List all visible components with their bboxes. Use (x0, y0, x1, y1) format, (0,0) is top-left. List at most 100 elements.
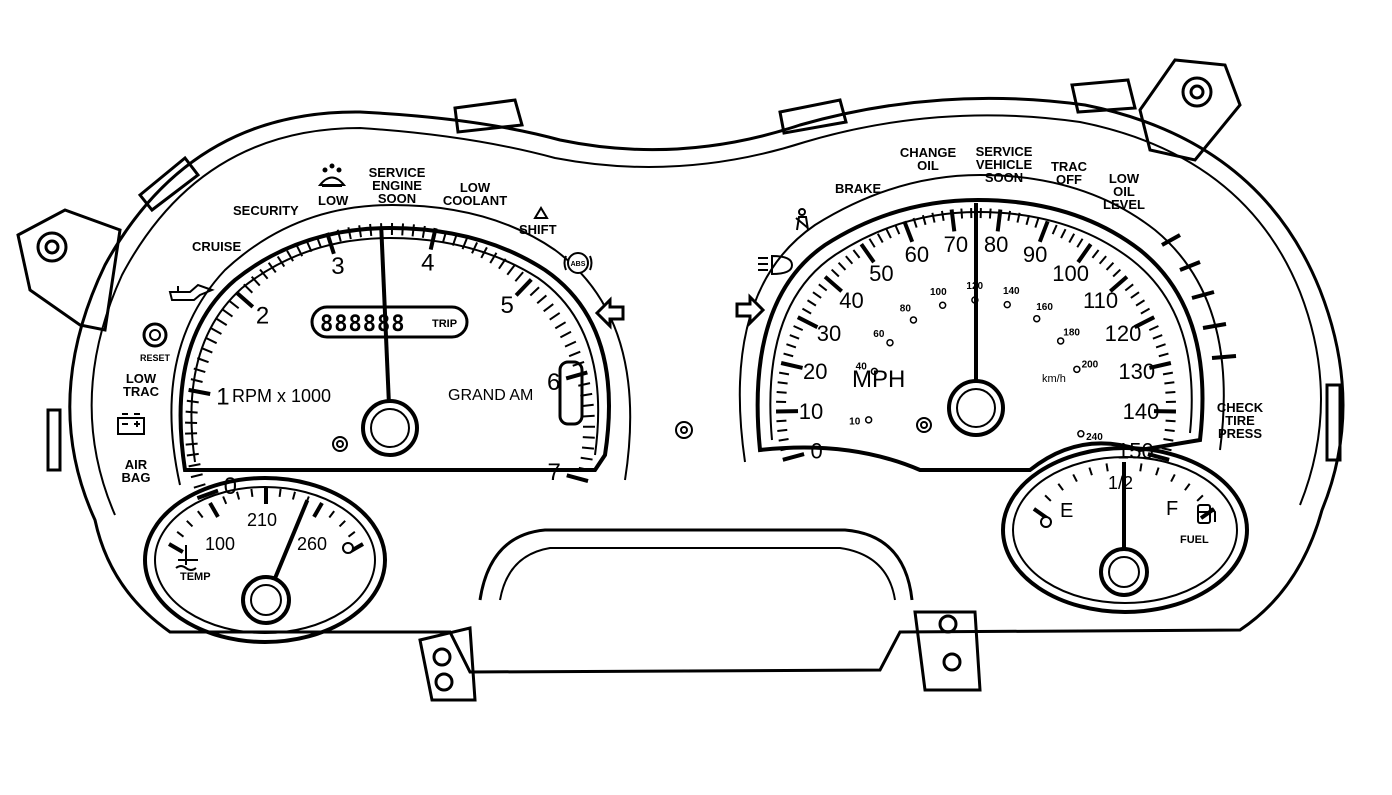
service-vehicle-soon-line-3: SOON (985, 170, 1023, 185)
tachometer-tick (229, 301, 238, 308)
tachometer-tick (582, 447, 594, 448)
tachometer-tick (370, 224, 371, 236)
speedometer-tick (1163, 373, 1173, 375)
speedometer-tick (895, 225, 899, 234)
speedometer-mph-number: 30 (817, 321, 841, 346)
tachometer-tick (194, 484, 205, 487)
speedometer-mph-number: 0 (810, 439, 822, 464)
temperature-tick (169, 544, 183, 552)
fuel-tick (1185, 484, 1190, 490)
tach-hub-small (333, 437, 347, 451)
speedometer-kmh-number: 200 (1082, 359, 1099, 370)
speedometer-kmh-dot (940, 302, 946, 308)
tachometer-tick (359, 225, 361, 237)
speedometer-tick (869, 239, 874, 247)
tachometer-tick (507, 265, 514, 275)
reset-button[interactable]: RESET (140, 324, 171, 363)
low-oil-level-line-3: LEVEL (1103, 197, 1145, 212)
temperature-number: 210 (247, 510, 277, 530)
tachometer-tick (581, 458, 593, 460)
tachometer-tick (236, 292, 252, 307)
temperature-number: 260 (297, 534, 327, 554)
cruise-indicator-label: CRUISE (192, 239, 241, 254)
fuel-tick (1073, 474, 1077, 481)
washer-fluid-icon (320, 165, 344, 187)
tachometer-tick (201, 348, 212, 353)
tachometer-tick (544, 304, 554, 311)
mount-tab-left (18, 210, 120, 330)
tachometer-hub (363, 401, 417, 455)
change-oil-line-2: OIL (917, 158, 939, 173)
speedometer-tick (802, 309, 811, 314)
speedometer-tick (1153, 335, 1162, 339)
fuel-empty-label: E (1060, 500, 1073, 522)
tachometer-tick (537, 295, 546, 303)
speedometer-tick (776, 421, 786, 422)
speedometer-tick (990, 209, 991, 219)
tachometer-tick (566, 372, 587, 378)
speedometer-tick (1053, 225, 1057, 234)
speedometer-kmh-label: km/h (1042, 373, 1066, 385)
tachometer-tick (206, 338, 217, 343)
speedometer-tick (1107, 263, 1114, 270)
tachometer-tick (583, 416, 595, 417)
air-bag-line-2: BAG (122, 470, 151, 485)
temperature-number: 100 (205, 534, 235, 554)
fuel-full-label: F (1166, 498, 1178, 520)
speedometer-tick (798, 317, 818, 327)
speedometer-tick (813, 292, 821, 298)
fuel-tick (1171, 474, 1175, 481)
speedometer-tick (1077, 239, 1082, 247)
tachometer-tick (191, 379, 203, 382)
right-indicator-strips (1162, 235, 1236, 358)
tachometer-tick (211, 328, 221, 334)
speedometer-mph-number: 140 (1123, 399, 1160, 424)
speedometer-tick (794, 326, 803, 330)
temperature-tick (329, 511, 334, 517)
speedometer-hub (949, 381, 1003, 435)
temperature-label: TEMP (180, 571, 211, 583)
speedometer-tick (781, 363, 802, 368)
fuel-label: FUEL (1180, 534, 1209, 546)
temperature-numbers: 100 210 260 (205, 510, 327, 554)
model-name-label: GRAND AM (448, 387, 533, 404)
speedometer-tick (1164, 382, 1174, 383)
speedometer-tick (952, 209, 955, 231)
temperature-tick (187, 521, 193, 527)
speedometer-kmh-dot (910, 317, 916, 323)
tachometer-number: 3 (331, 253, 344, 280)
shift-indicator-label: SHIFT (519, 222, 557, 237)
speedometer-mph-number: 20 (803, 359, 827, 384)
speedometer-tick (1113, 270, 1120, 277)
speedometer-tick (904, 221, 912, 242)
shift-icon (535, 208, 547, 218)
speedometer-tick (861, 244, 874, 262)
speedometer-tick (783, 454, 804, 460)
speedometer-kmh-dot (866, 417, 872, 423)
speedometer-mph-number: 70 (944, 232, 968, 257)
speedometer-tick (1008, 211, 1010, 221)
speedometer-kmh-number: 240 (1086, 432, 1103, 443)
speedometer-tick (942, 211, 944, 221)
speedometer-tick (1078, 244, 1091, 262)
tachometer-tick (530, 287, 539, 295)
speedometer-tick (1040, 221, 1048, 242)
temperature-tick (237, 492, 239, 500)
tachometer-number: 6 (547, 369, 560, 396)
speedometer-tick (1069, 234, 1074, 243)
left-turn-arrow-icon (597, 300, 623, 326)
tachometer-tick (515, 272, 523, 281)
tachometer-tick (244, 284, 253, 292)
tachometer-tick (187, 454, 199, 456)
speedometer-mph-number: 90 (1023, 242, 1047, 267)
tachometer-tick (550, 313, 560, 320)
speedometer-unit-label: MPH (852, 366, 905, 393)
tachometer-number: 7 (548, 459, 561, 486)
tachometer-tick (402, 223, 403, 235)
speedometer-kmh-number: 100 (930, 287, 947, 298)
temperature-tick (293, 492, 295, 500)
speedometer-mph-number: 120 (1105, 321, 1142, 346)
tachometer-tick (516, 279, 531, 295)
right-turn-arrow-icon (737, 297, 763, 323)
